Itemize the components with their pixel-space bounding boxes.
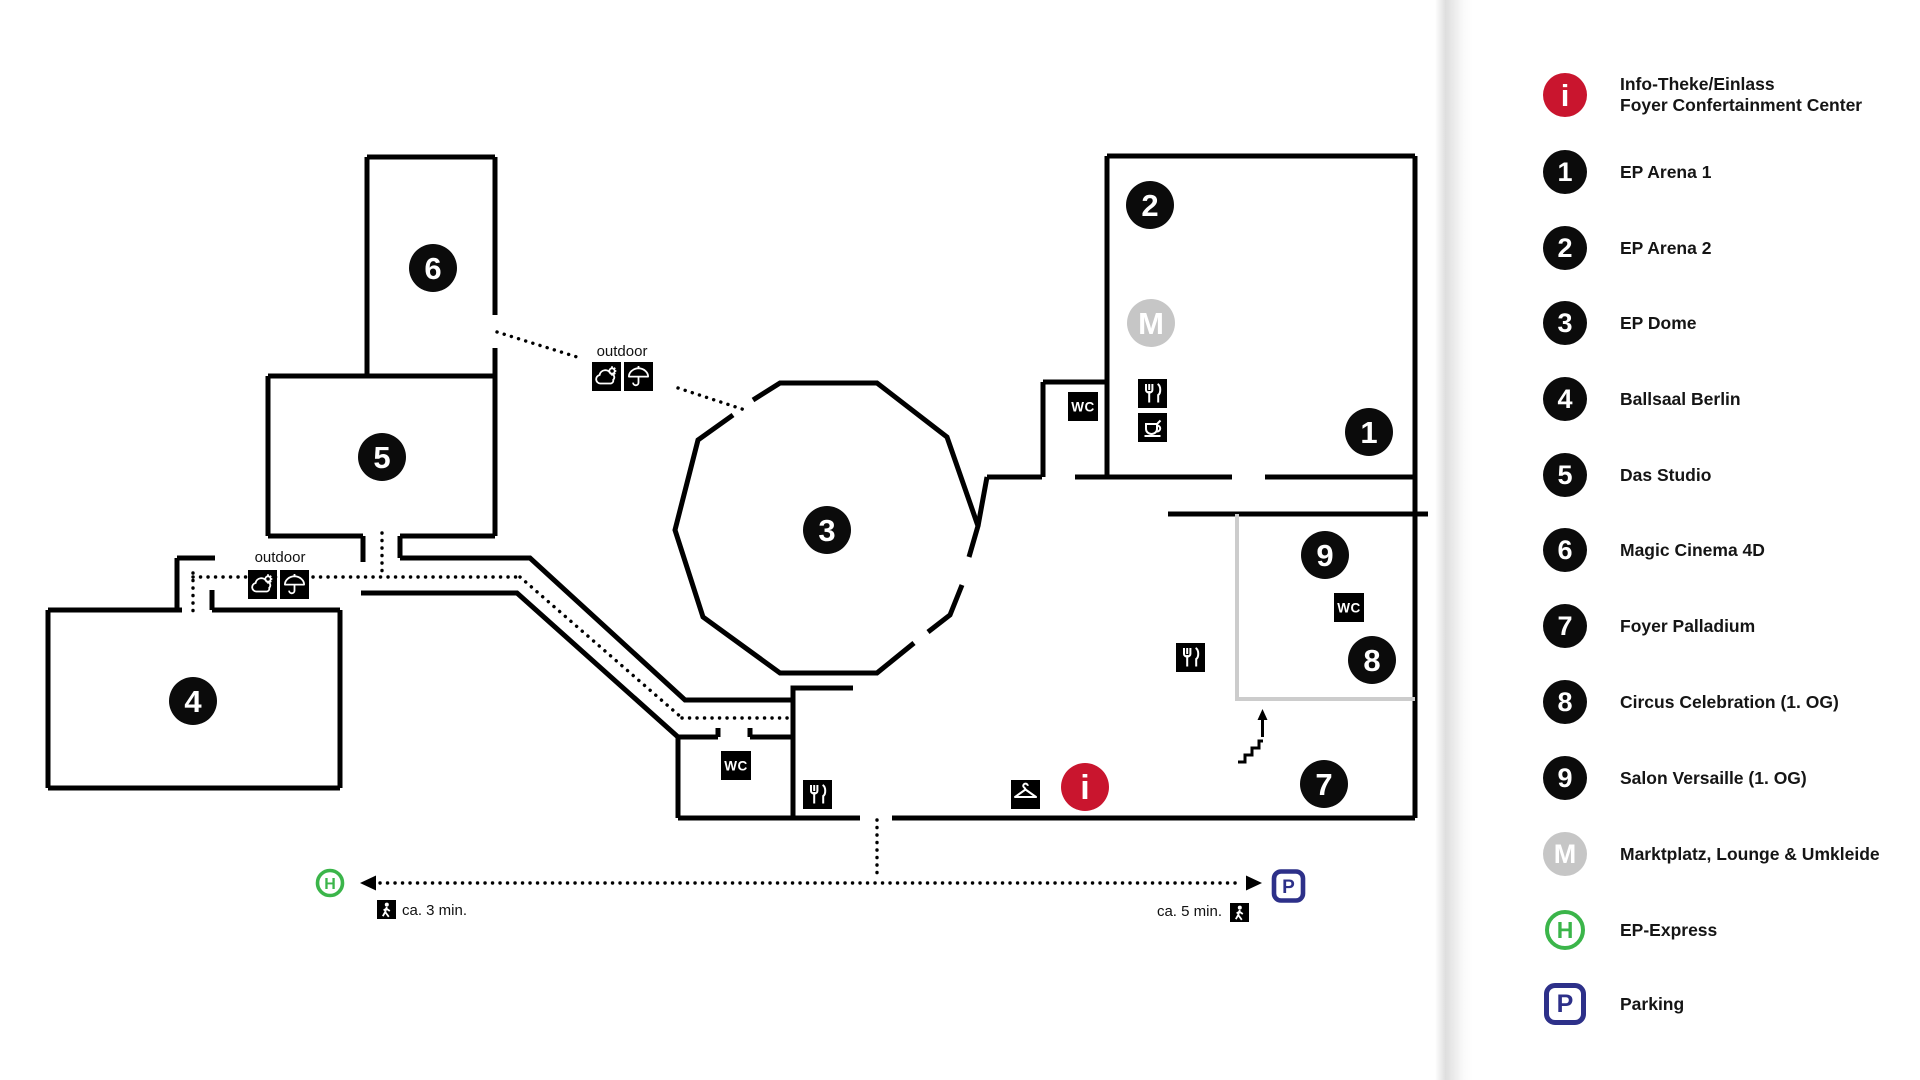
svg-text:4: 4	[184, 684, 202, 719]
walking-paths	[191, 330, 1244, 885]
svg-text:7: 7	[1315, 767, 1332, 802]
wc-sign-lower: WC	[721, 751, 751, 780]
room-ep-dome-walls	[672, 380, 981, 676]
pedestrian-icon	[376, 899, 397, 920]
cloakroom-icon	[1010, 779, 1041, 810]
marker-3: 3	[803, 506, 851, 554]
path-outdoor-dome	[676, 386, 747, 412]
walk-time-right: ca. 5 min.	[1157, 903, 1222, 920]
svg-text:5: 5	[373, 440, 390, 475]
arrowhead-right	[1246, 875, 1262, 891]
svg-text:P: P	[1282, 877, 1295, 898]
room-ballsaal-walls	[45, 555, 343, 791]
svg-text:WC: WC	[724, 759, 748, 774]
marker-9: 9	[1301, 531, 1349, 579]
pedestrian-icon	[1229, 902, 1250, 923]
marker-4: 4	[169, 677, 217, 725]
marker-7: 7	[1300, 760, 1348, 808]
svg-text:6: 6	[424, 251, 441, 286]
parking-marker: P	[1271, 869, 1306, 903]
transit-row: H P ca. 3 min. ca. 5 min.	[315, 868, 1306, 923]
room-arena-walls	[1075, 153, 1415, 480]
weather-sun-icon	[591, 361, 622, 392]
building-walls	[45, 153, 1428, 821]
svg-text:WC: WC	[1337, 601, 1361, 616]
path-cinema-outdoor	[495, 330, 579, 359]
marker-6: 6	[409, 244, 457, 292]
outdoor-area-cinema: outdoor	[591, 343, 654, 392]
svg-text:8: 8	[1363, 643, 1380, 678]
svg-text:H: H	[324, 876, 336, 893]
marker-8: 8	[1348, 636, 1396, 684]
restaurant-icon	[802, 779, 833, 810]
marker-1: 1	[1345, 408, 1393, 456]
svg-text:1: 1	[1360, 415, 1377, 450]
amenity-icons	[802, 378, 1206, 810]
svg-text:i: i	[1080, 769, 1089, 807]
walk-time-left: ca. 3 min.	[402, 902, 467, 919]
marker-marktplatz: M	[1127, 299, 1175, 347]
foyer-palladium-walls	[678, 156, 1428, 821]
marker-info: i	[1061, 763, 1109, 811]
coffee-icon	[1137, 412, 1168, 443]
arrowhead-left	[360, 875, 376, 891]
wc-signs: WC WC WC	[721, 392, 1364, 780]
dome-arena-link-walls	[975, 379, 1107, 527]
marker-2: 2	[1126, 181, 1174, 229]
weather-umbrella-icon	[623, 361, 654, 392]
wc-room-walls	[678, 688, 796, 818]
svg-text:M: M	[1138, 306, 1164, 341]
outdoor-label: outdoor	[597, 343, 648, 360]
corridor-walls	[361, 555, 853, 818]
restaurant-icon	[1175, 642, 1206, 673]
outdoor-label: outdoor	[255, 549, 306, 566]
outdoor-area-ballsaal: outdoor	[247, 549, 310, 600]
marker-5: 5	[358, 433, 406, 481]
path-corridor-diagonal	[518, 575, 684, 720]
room-das-studio-walls	[265, 373, 495, 562]
svg-text:3: 3	[818, 513, 835, 548]
weather-sun-icon	[247, 569, 278, 600]
restaurant-icon	[1137, 378, 1168, 409]
wc-sign-arena: WC	[1068, 392, 1098, 421]
svg-text:WC: WC	[1071, 400, 1095, 415]
svg-text:2: 2	[1141, 188, 1158, 223]
room-markers: 6 5 4 3 2 1 9 8	[169, 181, 1396, 811]
svg-text:9: 9	[1316, 538, 1333, 573]
weather-umbrella-icon	[279, 569, 310, 600]
first-floor-outline	[1235, 514, 1415, 701]
wc-sign-first-floor: WC	[1334, 593, 1364, 622]
stairs-icon	[1238, 709, 1268, 764]
room-magic-cinema-walls	[364, 154, 498, 536]
ep-express-marker: H	[315, 868, 345, 898]
